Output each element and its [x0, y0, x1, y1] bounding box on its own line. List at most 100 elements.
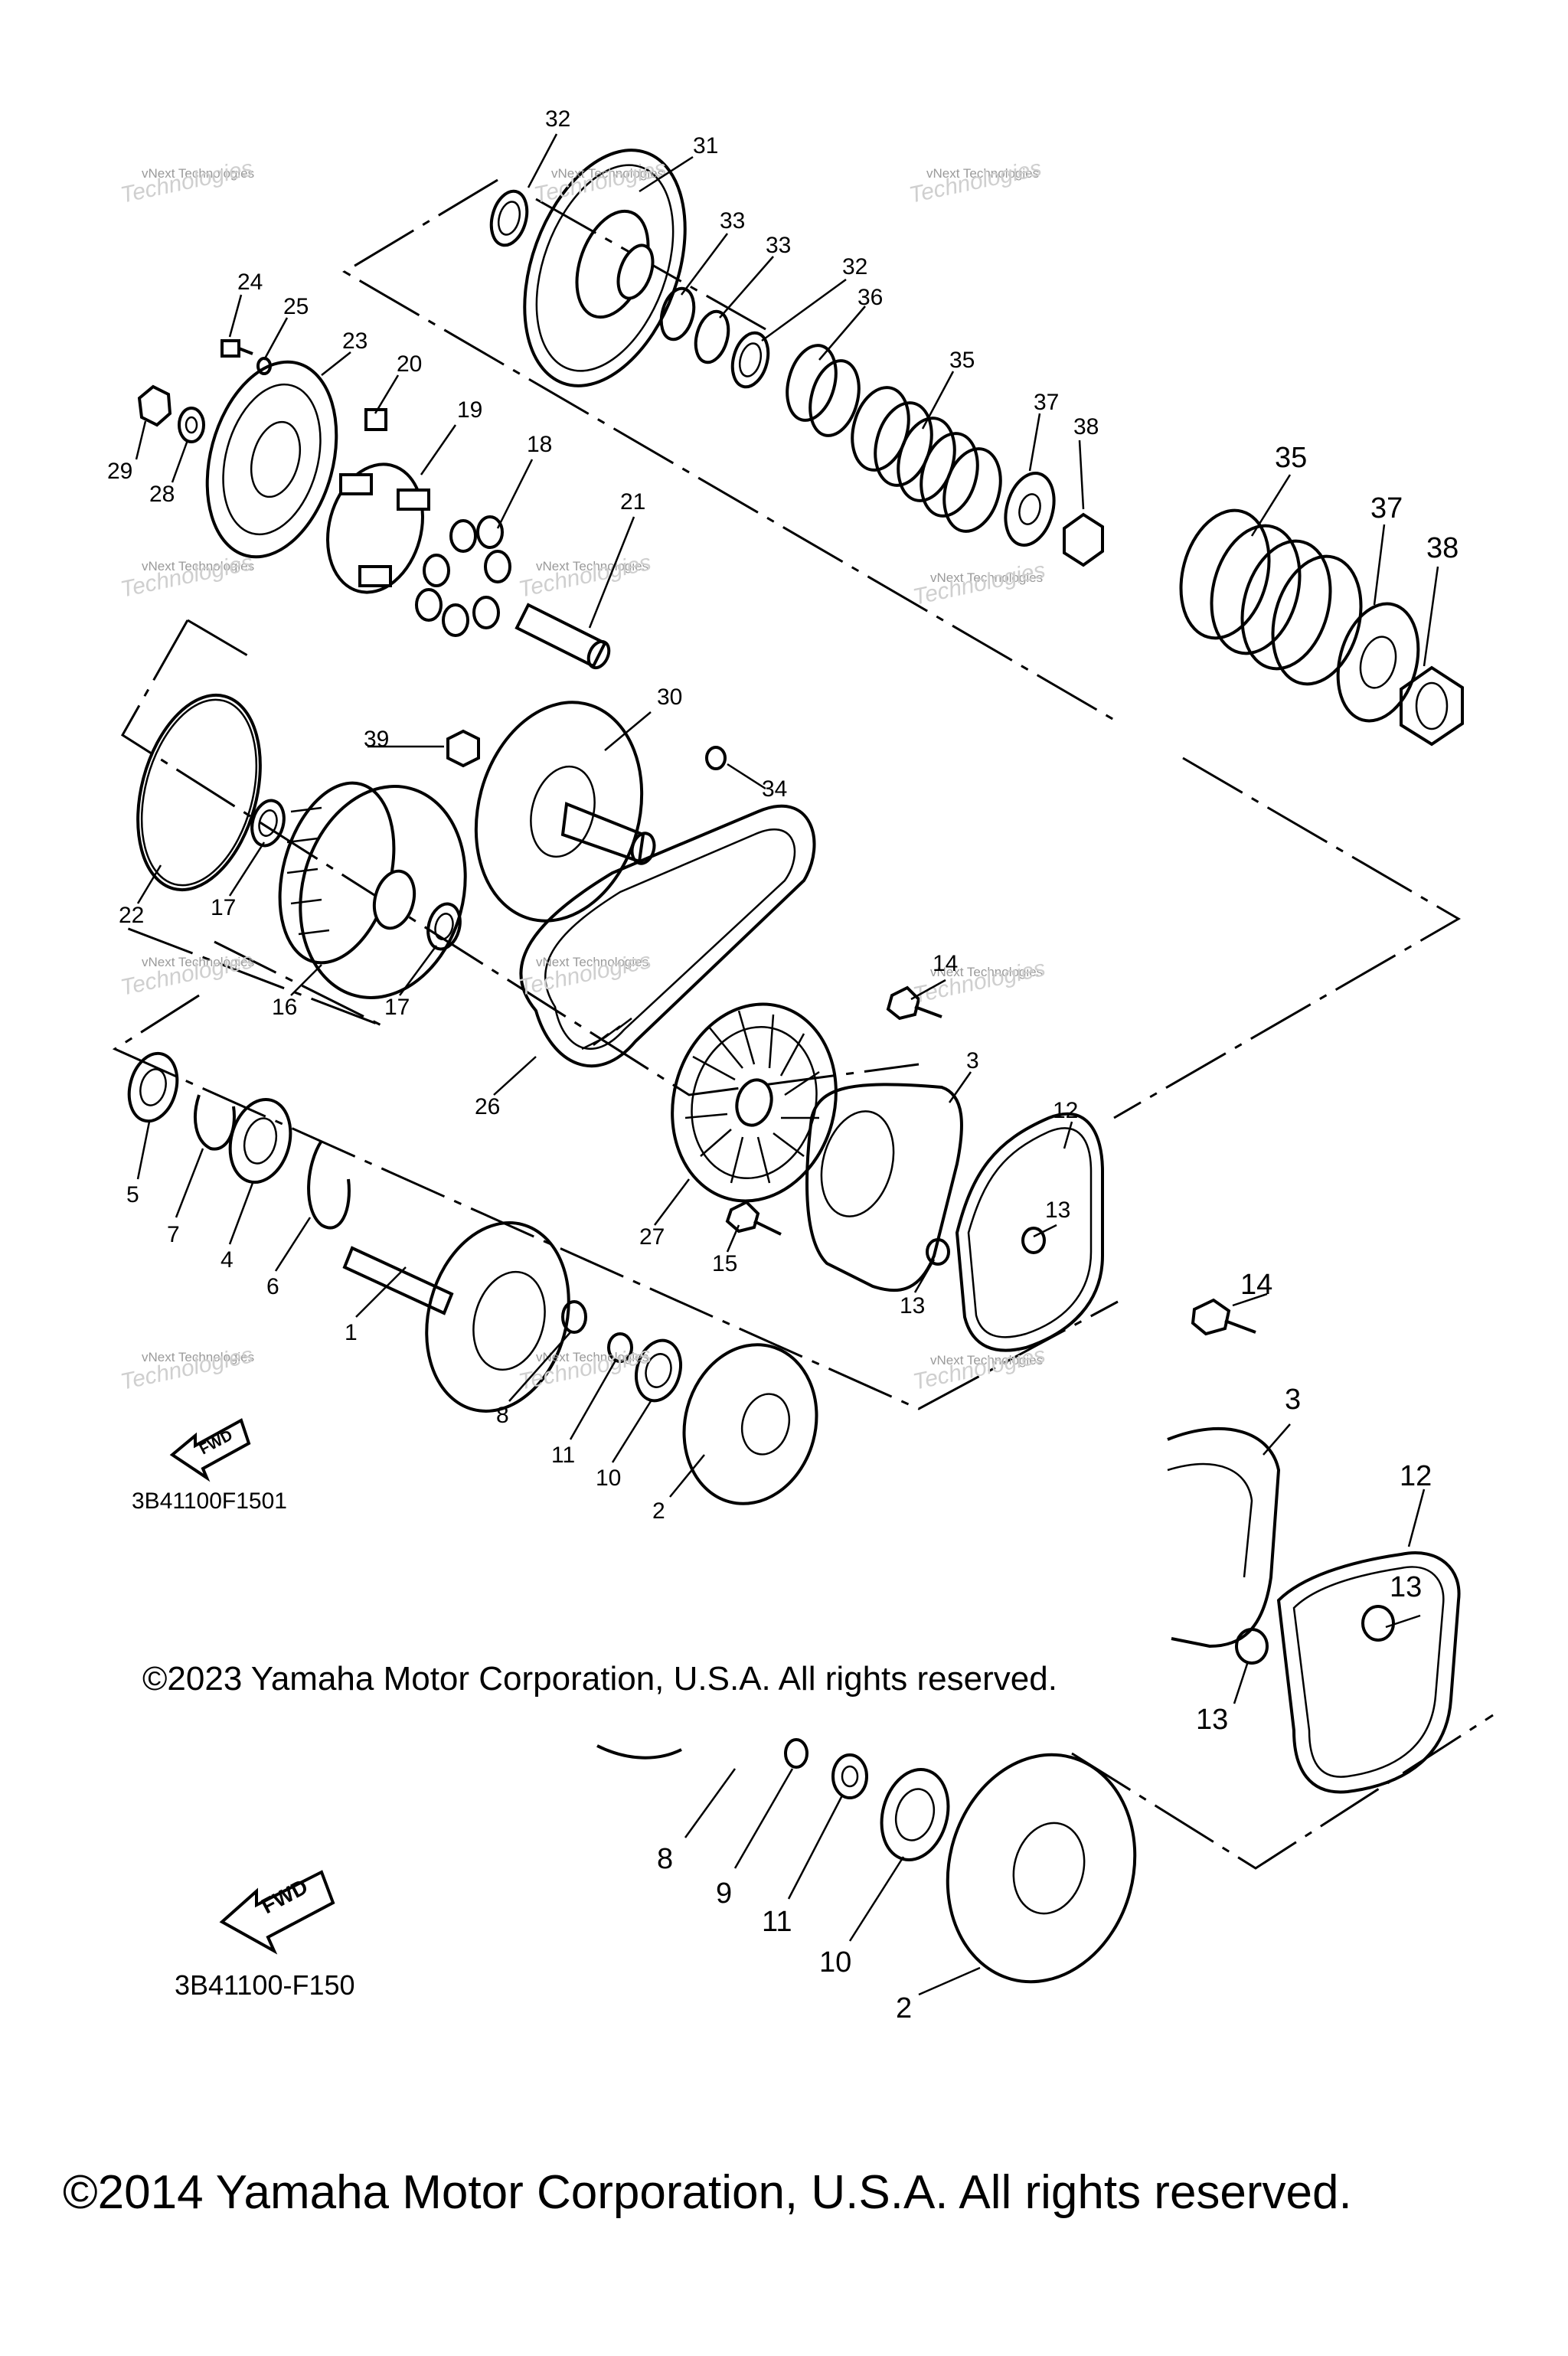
diagram-code-small: 3B41100F1501	[132, 1488, 287, 1514]
callout-21: 21	[620, 489, 645, 515]
watermark-7: vNext Technologies Technologies	[119, 948, 256, 1001]
callout-28: 28	[149, 482, 175, 507]
part-20-guide	[364, 408, 387, 431]
callout-6: 6	[266, 1274, 279, 1299]
callout-35-small: 35	[949, 348, 975, 373]
svg-text:Technologies: Technologies	[911, 956, 1048, 1008]
part-8-bearing-large	[596, 1744, 682, 1760]
part-12-gasket-large	[1276, 1551, 1461, 1794]
part-39-nut	[446, 729, 480, 768]
part-23-cam	[205, 360, 338, 559]
callout-13-large-b: 13	[1196, 1704, 1228, 1736]
leader-lines	[135, 133, 1439, 1996]
callout-16: 16	[272, 995, 297, 1020]
callout-32-b: 32	[842, 254, 867, 279]
callout-24: 24	[237, 270, 263, 295]
assembly-outline-pulley	[122, 925, 384, 1028]
svg-text:Technologies: Technologies	[532, 155, 669, 208]
part-15-bolt	[725, 1200, 782, 1236]
part-8-bearing-small	[561, 1300, 587, 1334]
part-3-case-large	[1167, 1427, 1281, 1649]
callout-33-b: 33	[766, 233, 791, 258]
callout-2: 2	[652, 1498, 665, 1524]
callout-29: 29	[107, 459, 132, 484]
watermark-6: vNext Technologies Technologies	[911, 557, 1048, 610]
part-9-collar-large	[784, 1738, 808, 1769]
part-16-sheave	[278, 781, 467, 999]
callout-34: 34	[762, 776, 787, 802]
callout-37-small: 37	[1034, 390, 1059, 415]
part-12-gasket	[955, 1112, 1104, 1352]
diagram-code-large: 3B41100-F150	[175, 1969, 355, 2001]
part-38-nut-small	[1063, 512, 1104, 567]
svg-text:Technologies: Technologies	[911, 1342, 1048, 1395]
callout-17-b: 17	[384, 995, 410, 1020]
part-10-bearing-small	[635, 1338, 682, 1403]
svg-text:vNext Technologies: vNext Technologies	[536, 559, 648, 573]
part-6-circlip	[307, 1139, 351, 1230]
svg-text:Technologies: Technologies	[517, 550, 654, 603]
callout-35-large: 35	[1275, 442, 1307, 474]
part-26-belt	[519, 805, 816, 1067]
svg-text:vNext Technologies: vNext Technologies	[142, 166, 254, 181]
callout-19: 19	[457, 397, 482, 423]
part-5-seal	[127, 1051, 179, 1123]
callout-14-large: 14	[1240, 1269, 1272, 1301]
part-2-clutch-large	[946, 1753, 1137, 1984]
assembly-outline-upper	[342, 178, 1115, 721]
callout-20: 20	[397, 351, 422, 377]
callout-31: 31	[693, 133, 718, 158]
assembly-outline-lower	[112, 994, 1119, 1410]
callout-15: 15	[712, 1251, 737, 1276]
part-7-circlip	[194, 1094, 236, 1151]
callout-27: 27	[639, 1224, 665, 1250]
watermark-1: vNext Technologies Technologies	[119, 155, 256, 208]
svg-text:vNext Technologies: vNext Technologies	[142, 1350, 254, 1364]
callout-32-top: 32	[545, 106, 570, 132]
callout-38-small: 38	[1073, 414, 1099, 440]
callout-4: 4	[220, 1247, 234, 1273]
callout-14: 14	[933, 951, 958, 976]
callout-1: 1	[345, 1320, 358, 1345]
callout-30: 30	[657, 685, 682, 710]
copyright-2023: ©2023 Yamaha Motor Corporation, U.S.A. A…	[142, 1660, 1057, 1698]
watermark-12: vNext Technologies Technologies	[911, 1342, 1048, 1395]
part-28-washer	[178, 407, 205, 443]
part-37-washer-large	[1336, 602, 1420, 723]
callout-12: 12	[1053, 1098, 1078, 1123]
svg-text:vNext Technologies: vNext Technologies	[926, 166, 1039, 181]
callout-10: 10	[596, 1466, 621, 1491]
part-35-spring-small	[851, 386, 1002, 533]
callout-18: 18	[527, 432, 552, 457]
callout-38-large: 38	[1426, 532, 1459, 564]
fwd-label-large: FWD	[257, 1874, 312, 1918]
callout-11-large: 11	[762, 1906, 792, 1938]
callout-26: 26	[475, 1094, 500, 1119]
svg-text:vNext Technologies: vNext Technologies	[536, 1350, 648, 1364]
part-17-seals	[250, 799, 462, 951]
part-19-slider	[326, 462, 430, 594]
callout-5: 5	[126, 1182, 139, 1207]
callout-13-b: 13	[900, 1293, 925, 1319]
copyright-2014: ©2014 Yamaha Motor Corporation, U.S.A. A…	[63, 2166, 1352, 2219]
svg-text:Technologies: Technologies	[911, 557, 1048, 610]
part-21-collar	[514, 603, 611, 670]
callout-2-large: 2	[896, 1992, 912, 2024]
part-13-dowels-large	[1235, 1605, 1395, 1665]
callout-37-large: 37	[1370, 492, 1403, 524]
svg-text:vNext Technologies: vNext Technologies	[930, 1353, 1043, 1368]
svg-text:vNext Technologies: vNext Technologies	[930, 570, 1043, 585]
part-22-o-ring	[136, 693, 262, 892]
callout-25: 25	[283, 294, 309, 319]
part-14-bolt	[886, 985, 942, 1021]
svg-text:vNext Technologies: vNext Technologies	[551, 166, 664, 181]
callout-9-large: 9	[716, 1877, 732, 1910]
part-14-bolt-large	[1191, 1298, 1256, 1336]
callout-33-a: 33	[720, 208, 745, 234]
part-11-collar-large	[831, 1753, 868, 1799]
assembly-outline-bottom	[1071, 1714, 1494, 1870]
callout-13-large-a: 13	[1390, 1571, 1422, 1603]
part-34-bolt	[705, 746, 727, 770]
